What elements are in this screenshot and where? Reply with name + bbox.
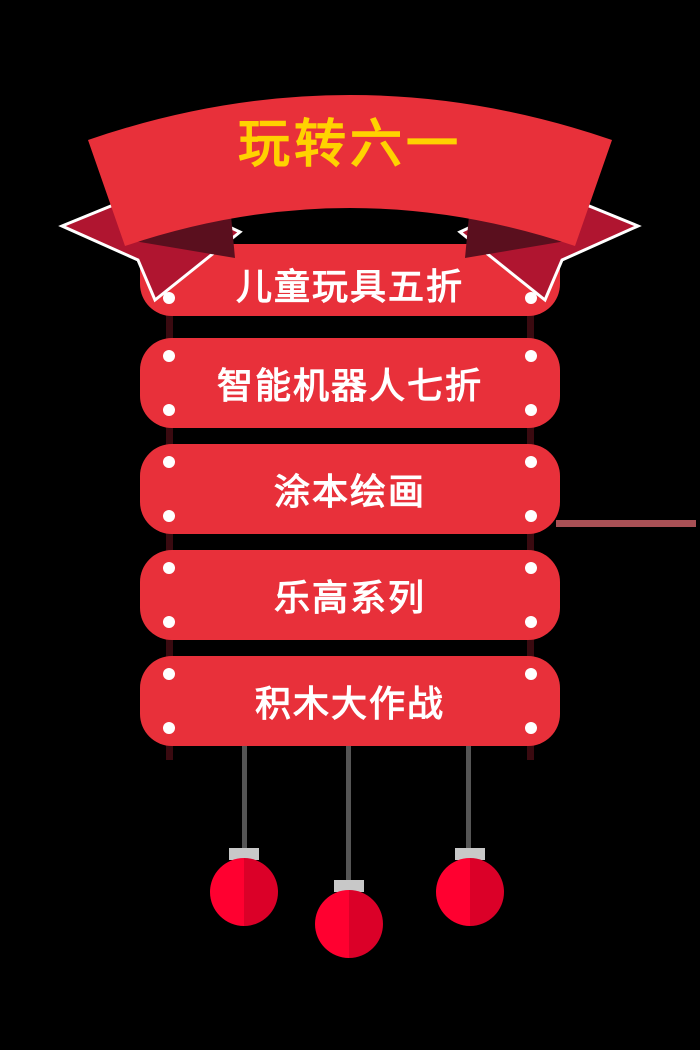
nail-icon <box>163 562 175 574</box>
nail-icon <box>525 616 537 628</box>
nail-icon <box>163 722 175 734</box>
ornament-ball <box>436 858 504 926</box>
ornament-cap <box>334 880 364 892</box>
decorative-stripe <box>556 520 696 527</box>
sign-blocks[interactable]: 积木大作战 <box>140 656 560 746</box>
nail-icon <box>525 722 537 734</box>
sign-smart-robot[interactable]: 智能机器人七折 <box>140 338 560 428</box>
ornament-cap <box>229 848 259 860</box>
ribbon-main <box>88 95 612 246</box>
sign-label: 智能机器人七折 <box>216 366 483 407</box>
sign-label: 涂本绘画 <box>273 472 426 513</box>
nail-icon <box>163 350 175 362</box>
nail-icon <box>163 616 175 628</box>
sign-lego[interactable]: 乐高系列 <box>140 550 560 640</box>
banner-title: 玩转六一 <box>237 114 462 175</box>
nail-icon <box>163 456 175 468</box>
nail-icon <box>525 510 537 522</box>
nail-icon <box>525 668 537 680</box>
ornament-string <box>346 746 351 882</box>
nail-icon <box>163 510 175 522</box>
sign-label: 乐高系列 <box>273 578 426 619</box>
nail-icon <box>163 404 175 416</box>
nail-icon <box>525 562 537 574</box>
nail-icon <box>525 404 537 416</box>
ornament-ball-icon <box>210 848 278 926</box>
sign-label: 积木大作战 <box>254 684 445 725</box>
sign-painting[interactable]: 涂本绘画 <box>140 444 560 534</box>
nail-icon <box>525 456 537 468</box>
nail-icon <box>525 350 537 362</box>
ribbon-banner <box>58 95 642 303</box>
ornament-ball <box>210 858 278 926</box>
ornament-string <box>242 746 247 850</box>
nail-icon <box>525 292 537 304</box>
sign-label: 儿童玩具五折 <box>235 267 464 308</box>
ornament-ball <box>315 890 383 958</box>
ornament-cap <box>455 848 485 860</box>
ornament-ball-icon <box>315 880 383 958</box>
nail-icon <box>163 668 175 680</box>
ornament-string <box>466 746 471 850</box>
nail-icon <box>163 292 175 304</box>
ornament-ball-icon <box>436 848 504 926</box>
